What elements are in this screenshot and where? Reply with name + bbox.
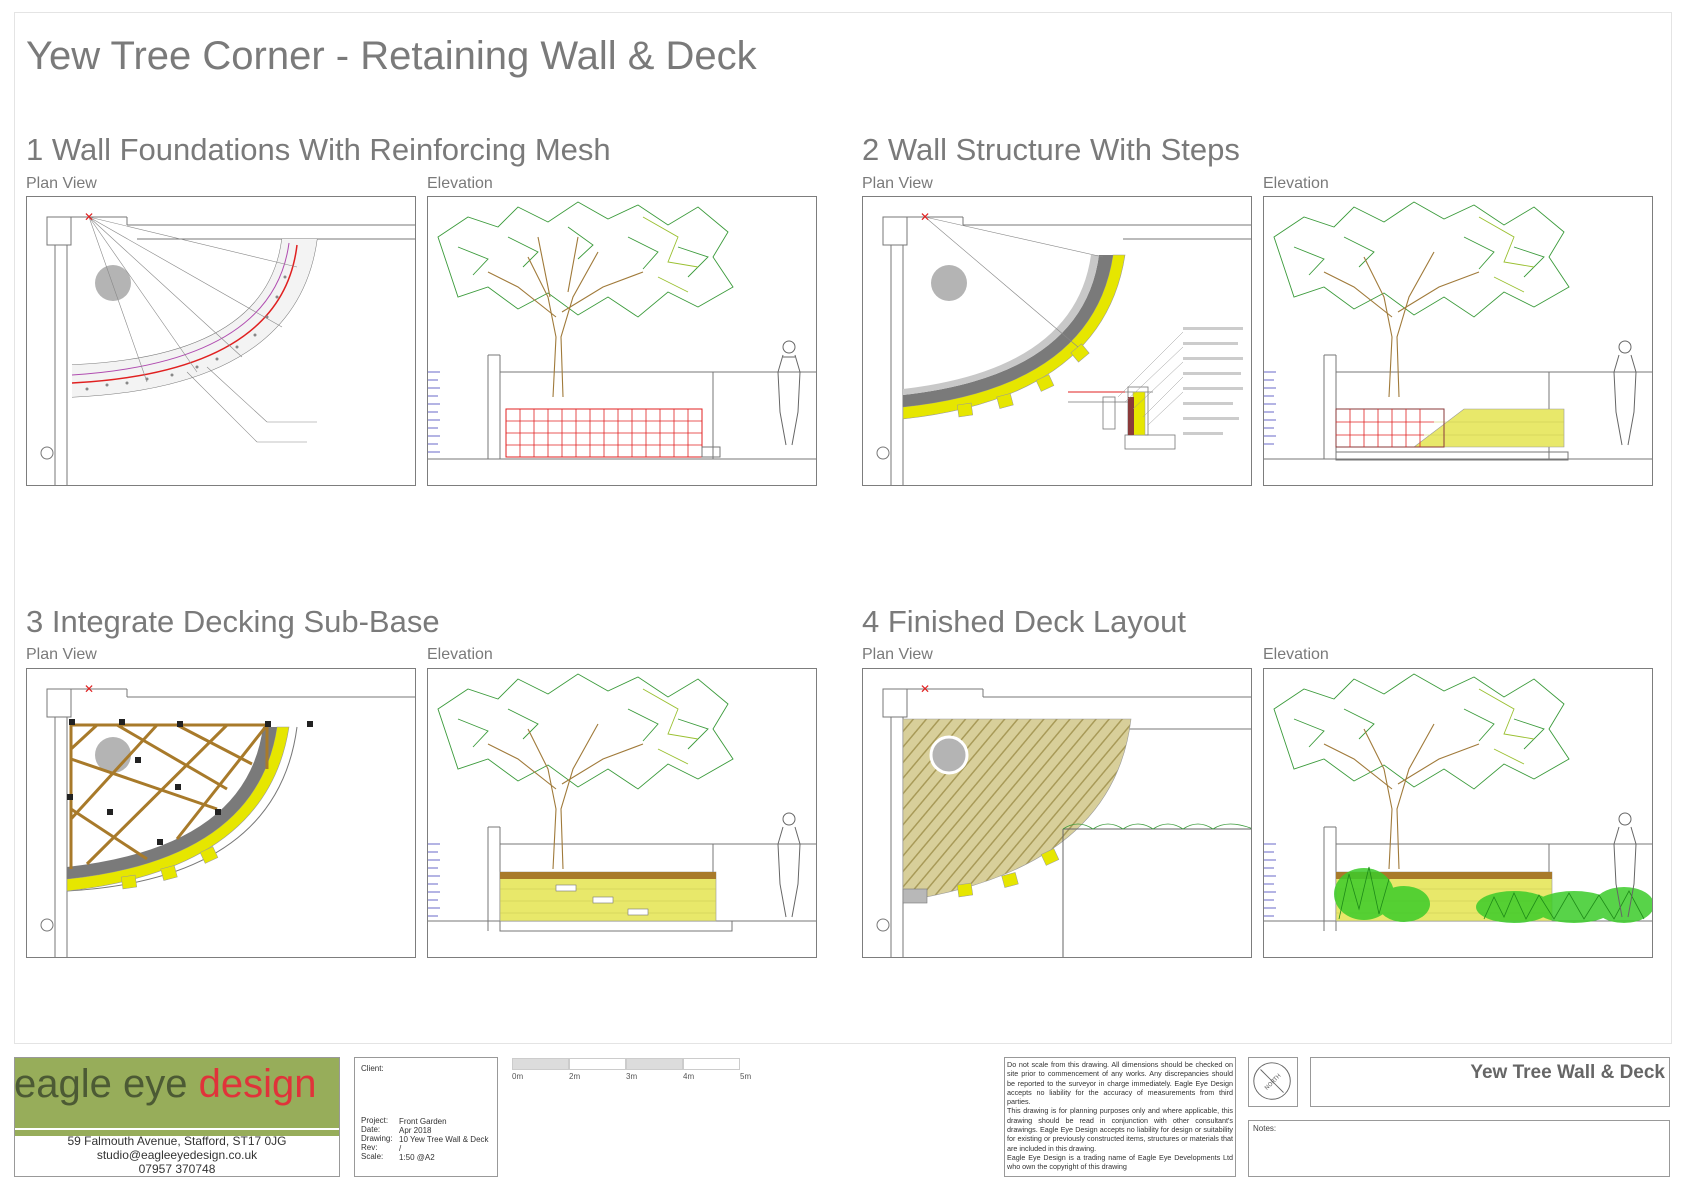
drawing-title-box: Yew Tree Wall & Deck [1310, 1057, 1670, 1107]
rev-value: / [399, 1144, 402, 1153]
drawing-value: 10 Yew Tree Wall & Deck [399, 1135, 489, 1144]
north-arrow-box: NORTH [1248, 1057, 1298, 1107]
company-logo: eagle eye design [14, 1062, 316, 1107]
project-value: Front Garden [399, 1117, 447, 1126]
scale-segment [683, 1058, 740, 1070]
section-1-title: 1 Wall Foundations With Reinforcing Mesh [26, 132, 611, 167]
section-4-title: 4 Finished Deck Layout [862, 604, 1186, 639]
elevation-2-svg [1264, 201, 1652, 461]
drawing-title: Yew Tree Wall & Deck [1470, 1062, 1665, 1083]
section-1-plan-label: Plan View [26, 175, 97, 192]
section-3-elevation-label: Elevation [427, 646, 493, 663]
section-1-elevation-drawing [427, 196, 817, 486]
project-info-box: Client: Project: Front Garden Date: Apr … [354, 1057, 498, 1177]
north-arrow-icon: NORTH [1253, 1062, 1291, 1100]
section-4-plan-label: Plan View [862, 646, 933, 663]
section-3-elevation-drawing [427, 668, 817, 958]
section-4-elevation-drawing [1263, 668, 1653, 958]
section-2-plan-drawing: ✕ [862, 196, 1252, 486]
section-3-plan-label: Plan View [26, 646, 97, 663]
page-title: Yew Tree Corner - Retaining Wall & Deck [26, 34, 757, 78]
scale-segment [626, 1058, 683, 1070]
disclaimer-text: This drawing is for planning purposes on… [1007, 1106, 1233, 1153]
logo-text-eagle-eye: eagle eye [14, 1062, 199, 1106]
section-2-plan-label: Plan View [862, 175, 933, 192]
section-3-title: 3 Integrate Decking Sub-Base [26, 604, 440, 639]
company-address: 59 Falmouth Avenue, Stafford, ST17 0JG [67, 1134, 287, 1148]
section-1-elevation-label: Elevation [427, 175, 493, 192]
section-2-elevation-label: Elevation [1263, 175, 1329, 192]
logo-text-design: design [198, 1062, 317, 1106]
scale-label: Scale: [361, 1152, 384, 1161]
scale-tick: 4m [683, 1072, 695, 1081]
svg-text:✕: ✕ [920, 682, 930, 696]
scale-segment [569, 1058, 626, 1070]
notes-label: Notes: [1253, 1124, 1277, 1133]
elevation-3-svg [428, 673, 816, 932]
svg-text:✕: ✕ [84, 210, 94, 224]
logo-strip [15, 1130, 339, 1136]
section-2-title: 2 Wall Structure With Steps [862, 132, 1240, 167]
svg-text:✕: ✕ [84, 682, 94, 696]
date-value: Apr 2018 [399, 1126, 432, 1135]
scale-tick: 3m [626, 1072, 638, 1081]
notes-box: Notes: [1248, 1120, 1670, 1177]
elevation-1-svg [428, 201, 816, 460]
svg-text:✕: ✕ [920, 210, 930, 224]
company-logo-box [14, 1057, 340, 1177]
company-email: studio@eagleeyedesign.co.uk [96, 1148, 258, 1162]
plan-2-svg: ✕ [876, 210, 1251, 485]
rev-label: Rev: [361, 1143, 378, 1152]
plan-3-svg: ✕ [40, 682, 415, 957]
client-label: Client: [361, 1064, 384, 1073]
scale-value: 1:50 @A2 [399, 1153, 435, 1162]
scale-tick: 2m [569, 1072, 581, 1081]
disclaimer-box: Do not scale from this drawing. All dime… [1004, 1057, 1236, 1177]
section-3-plan-drawing: ✕ [26, 668, 416, 958]
date-label: Date: [361, 1125, 381, 1134]
section-2-elevation-drawing [1263, 196, 1653, 486]
section-1-plan-drawing: ✕ [26, 196, 416, 486]
scale-tick: 0m [512, 1072, 524, 1081]
company-phone: 07957 370748 [138, 1162, 216, 1176]
section-4-plan-drawing: ✕ [862, 668, 1252, 958]
disclaimer-text: Eagle Eye Design is a trading name of Ea… [1007, 1152, 1233, 1172]
scale-segment [512, 1058, 569, 1070]
plan-1-svg: ✕ [40, 210, 415, 485]
project-label: Project: [361, 1116, 389, 1125]
sheet-border [14, 12, 1672, 1044]
elevation-4-svg [1264, 673, 1652, 931]
drawing-label: Drawing: [361, 1134, 393, 1143]
section-4-elevation-label: Elevation [1263, 646, 1329, 663]
plan-4-svg: ✕ [876, 682, 1251, 957]
disclaimer-text: Do not scale from this drawing. All dime… [1007, 1060, 1233, 1107]
logo-band [15, 1058, 339, 1128]
scale-tick: 5m [740, 1072, 752, 1081]
